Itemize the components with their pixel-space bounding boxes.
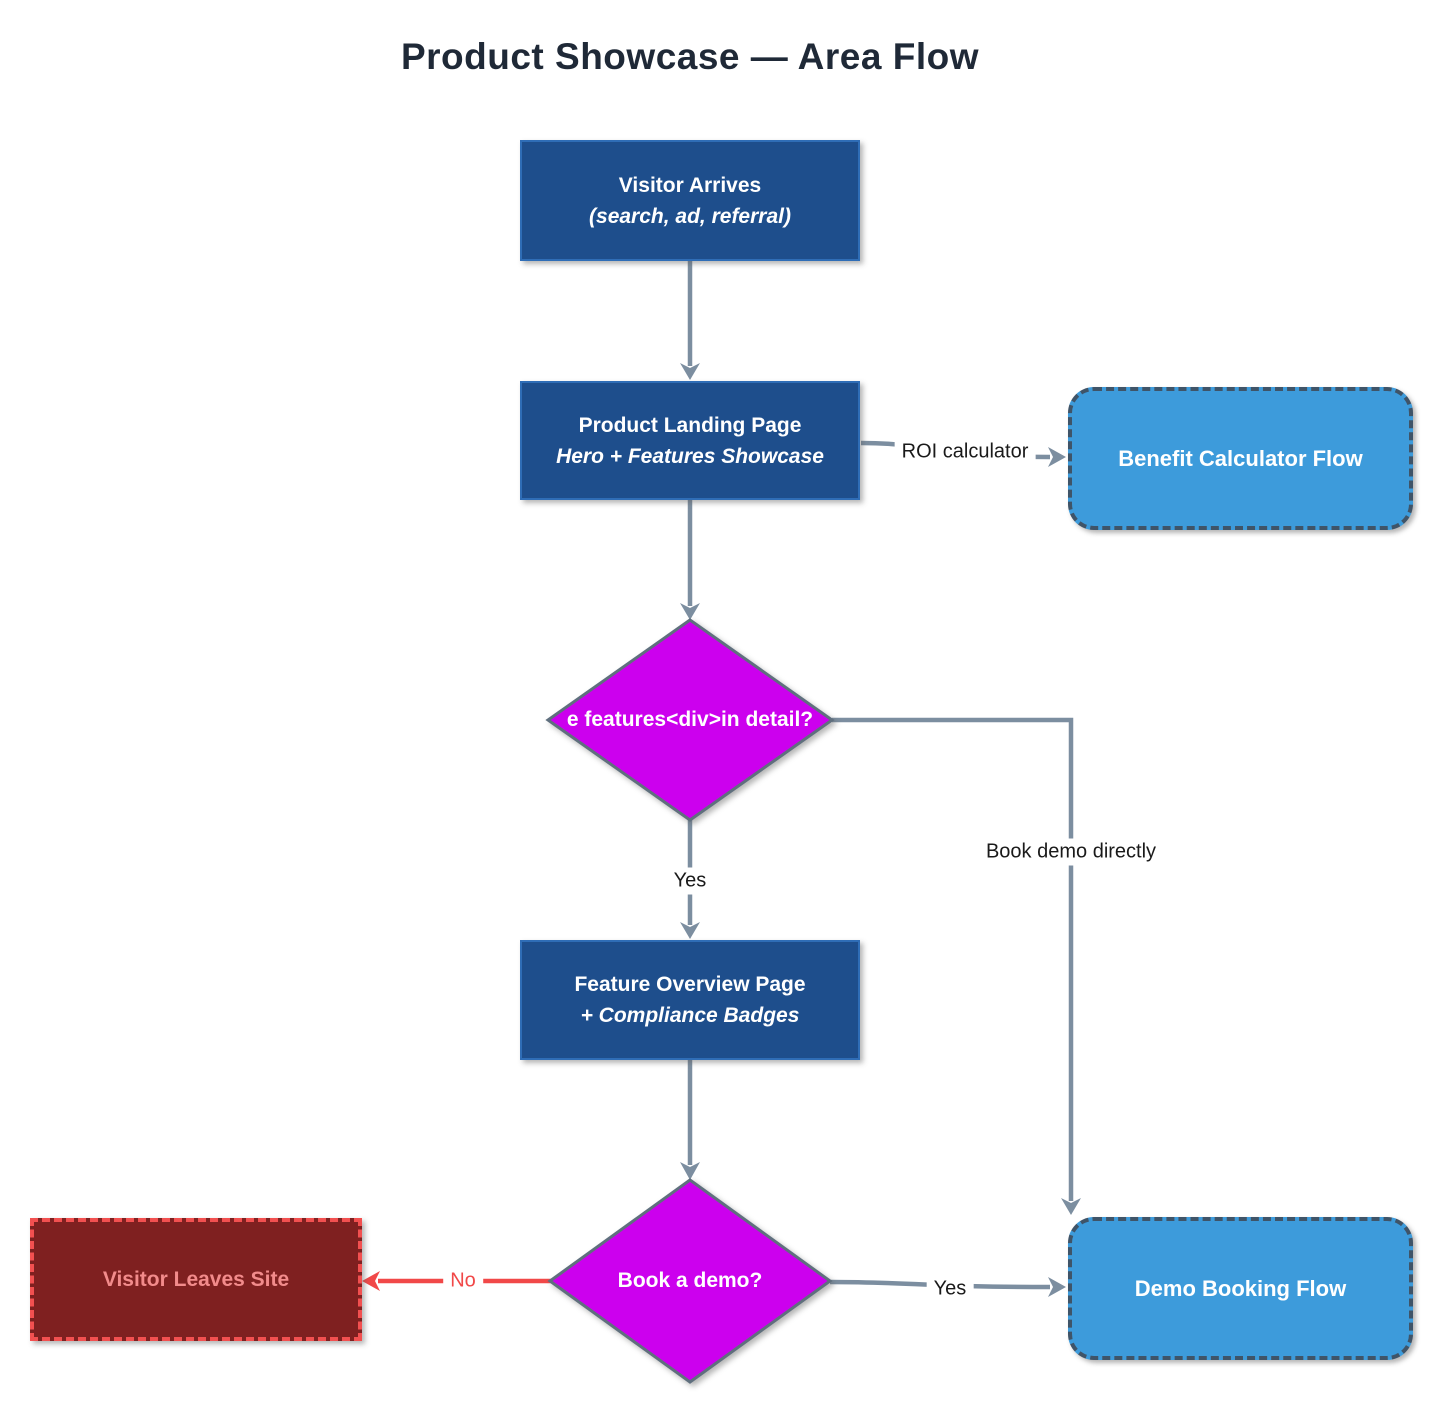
edge-decision1-to-demo [832,717,1074,1201]
node-feature-overview-page: Feature Overview Page + Compliance Badge… [520,940,860,1060]
decision-demo-label: Book a demo? [617,1269,763,1292]
node-product-landing-line1: Product Landing Page [578,413,802,437]
node-product-landing-page: Product Landing Page Hero + Features Sho… [520,381,860,500]
edge-label-no: No [443,1267,483,1295]
arrowhead-decision2-to-demo [1048,1277,1066,1297]
node-visitor-arrives-line2: (search, ad, referral) [589,204,791,228]
decision-features-diamond [545,618,835,822]
node-product-landing-line2: Hero + Features Showcase [556,444,824,468]
edge-decision2-to-demo [829,1279,1051,1290]
arrowhead-landing-to-decision1 [680,603,700,620]
edge-label-roi-calculator: ROI calculator [894,438,1036,466]
node-benefit-calculator-label: Benefit Calculator Flow [1118,446,1363,471]
arrowhead-feature-to-decision2 [680,1162,700,1180]
node-benefit-calculator-flow: Benefit Calculator Flow [1068,387,1413,530]
node-visitor-leaves-label: Visitor Leaves Site [102,1268,290,1291]
diagram-title: Product Showcase — Area Flow [400,36,980,77]
decision-features-label: e features<div>in detail? [566,708,814,731]
arrowhead-decision1-to-demo [1061,1198,1081,1215]
arrowhead-landing-to-benefit [1048,447,1066,467]
node-feature-overview-line2: + Compliance Badges [580,1004,800,1027]
node-visitor-leaves-site: Visitor Leaves Site [30,1218,362,1341]
node-demo-booking-flow: Demo Booking Flow [1068,1217,1413,1360]
edge-label-yes-features: Yes [666,867,714,895]
arrowhead-decision2-to-leaves [362,1271,380,1291]
arrowhead-arrives-to-landing [680,363,700,380]
decision-demo-diamond [547,1178,833,1384]
edge-label-book-demo-directly: Book demo directly [978,838,1164,866]
node-feature-overview-line1: Feature Overview Page [574,973,806,996]
node-visitor-arrives-line1: Visitor Arrives [618,173,762,197]
node-visitor-arrives: Visitor Arrives (search, ad, referral) [520,140,860,261]
arrowhead-decision1-to-feature [680,922,700,939]
edge-label-yes-demo: Yes [926,1275,974,1303]
node-demo-booking-label: Demo Booking Flow [1134,1276,1347,1301]
